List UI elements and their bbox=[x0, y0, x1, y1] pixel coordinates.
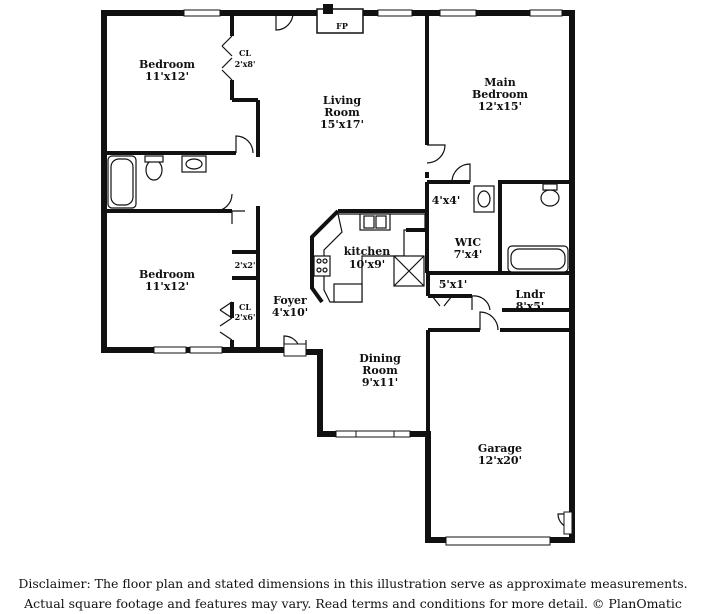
kitchen-counters bbox=[313, 213, 426, 303]
interior-walls bbox=[104, 13, 572, 434]
foyer-name: Foyer bbox=[273, 294, 307, 307]
living-name-2: Room bbox=[324, 106, 360, 119]
disclaimer: Disclaimer: The floor plan and stated di… bbox=[0, 574, 706, 614]
closet2-dim: 2'x6' bbox=[235, 312, 256, 322]
room-labels: Bedroom 11'x12' CL 2'x8' Living Room 15'… bbox=[139, 48, 545, 467]
main-bedroom-name-1: Main bbox=[484, 76, 515, 89]
disclaimer-line-1: Disclaimer: The floor plan and stated di… bbox=[18, 576, 688, 591]
closet-2x2-dim: 2'x2' bbox=[235, 260, 256, 270]
fireplace-label: FP bbox=[336, 21, 348, 31]
wic-dim: 7'x4' bbox=[454, 248, 483, 261]
closet1-name: CL bbox=[239, 48, 251, 58]
closet-4x4-dim: 4'x4' bbox=[432, 194, 461, 207]
windows bbox=[153, 9, 563, 546]
floor-plan: FP bbox=[101, 4, 575, 546]
door-leaf-blocks bbox=[283, 343, 573, 535]
fireplace: FP bbox=[316, 4, 364, 34]
disclaimer-line-2: Actual square footage and features may v… bbox=[24, 596, 682, 611]
bath-fixtures bbox=[107, 155, 569, 273]
wic-name: WIC bbox=[454, 236, 481, 249]
closet2-name: CL bbox=[239, 302, 251, 312]
kitchen-dim: 10'x9' bbox=[349, 258, 385, 271]
dining-dim: 9'x11' bbox=[362, 376, 398, 389]
garage-name: Garage bbox=[478, 442, 522, 455]
laundry-name: Lndr bbox=[515, 288, 544, 301]
living-dim: 15'x17' bbox=[320, 118, 364, 131]
closet-5x1-dim: 5'x1' bbox=[439, 278, 468, 291]
bedroom2-dim: 11'x12' bbox=[145, 280, 189, 293]
bedroom2-name: Bedroom bbox=[139, 268, 195, 281]
bedroom1-name: Bedroom bbox=[139, 58, 195, 71]
foyer-dim: 4'x10' bbox=[272, 306, 308, 319]
closet1-dim: 2'x8' bbox=[235, 59, 256, 69]
dining-name-1: Dining bbox=[359, 352, 401, 365]
living-name-1: Living bbox=[323, 94, 361, 107]
main-bedroom-name-2: Bedroom bbox=[472, 88, 528, 101]
laundry-dim: 8'x5' bbox=[516, 300, 545, 313]
dining-name-2: Room bbox=[362, 364, 398, 377]
kitchen-name: kitchen bbox=[344, 245, 391, 258]
bedroom1-dim: 11'x12' bbox=[145, 70, 189, 83]
garage-dim: 12'x20' bbox=[478, 454, 522, 467]
main-bedroom-dim: 12'x15' bbox=[478, 100, 522, 113]
